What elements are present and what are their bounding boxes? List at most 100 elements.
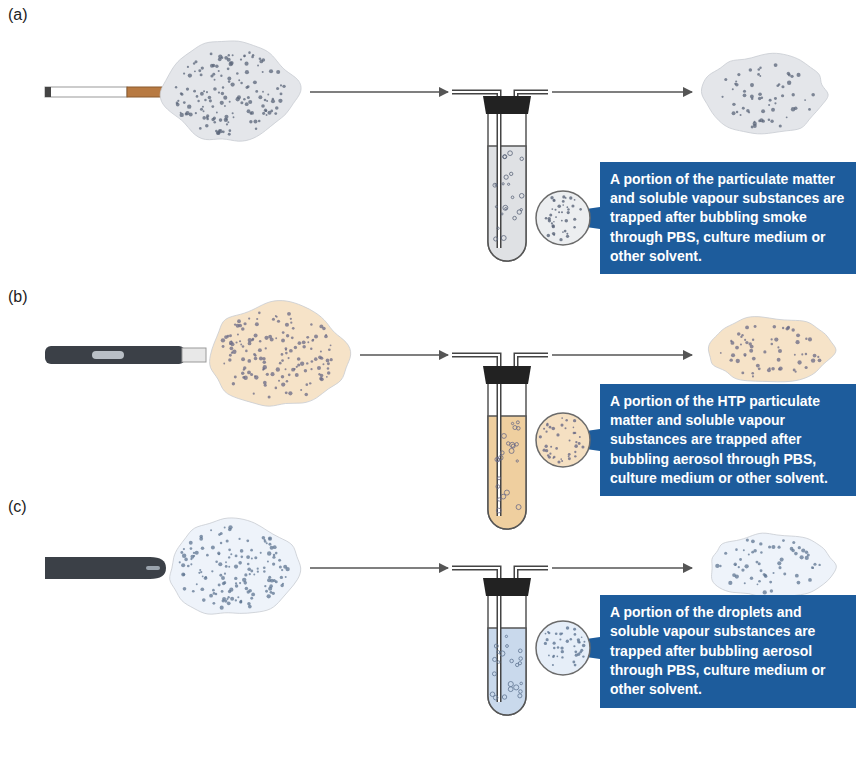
particle-dot bbox=[212, 73, 215, 76]
particle-dot bbox=[246, 555, 250, 559]
bubble bbox=[515, 443, 519, 447]
particle-dot bbox=[715, 564, 719, 568]
particle-dot bbox=[548, 655, 550, 657]
particle-dot bbox=[221, 92, 224, 95]
particle-dot bbox=[797, 360, 801, 364]
particle-dot bbox=[292, 327, 295, 330]
particle-dot bbox=[787, 72, 790, 75]
bubble bbox=[510, 442, 515, 447]
particle-dot bbox=[749, 68, 752, 71]
cigarette-ash bbox=[45, 87, 51, 97]
particle-dot bbox=[279, 566, 282, 569]
particle-dot bbox=[744, 355, 746, 357]
particle-dot bbox=[817, 356, 819, 358]
particle-dot bbox=[246, 539, 249, 542]
particle-dot bbox=[305, 383, 308, 386]
particle-dot bbox=[738, 566, 740, 568]
particle-dot bbox=[771, 545, 775, 549]
particle-dot bbox=[230, 82, 234, 86]
particle-dot bbox=[254, 354, 256, 356]
particle-dot bbox=[318, 356, 322, 360]
particle-dot bbox=[773, 325, 777, 329]
particle-dot bbox=[811, 566, 814, 569]
particle-dot bbox=[265, 590, 268, 593]
particle-dot bbox=[247, 371, 251, 375]
stopper bbox=[483, 578, 531, 596]
particle-dot bbox=[270, 110, 273, 113]
particle-dot bbox=[574, 455, 576, 457]
particle-dot bbox=[288, 373, 291, 376]
aerosol-cloud bbox=[210, 301, 351, 407]
particle-dot bbox=[219, 574, 222, 577]
particle-dot bbox=[195, 551, 199, 555]
particle-dot bbox=[218, 553, 220, 555]
particle-dot bbox=[211, 570, 213, 572]
particle-dot bbox=[247, 109, 251, 113]
particle-dot bbox=[573, 628, 576, 631]
particle-dot bbox=[234, 577, 237, 580]
particle-dot bbox=[278, 380, 280, 382]
particle-dot bbox=[244, 573, 247, 576]
particle-dot bbox=[553, 647, 556, 650]
particle-dot bbox=[200, 73, 203, 76]
particle-dot bbox=[754, 325, 757, 328]
particle-dot bbox=[240, 82, 243, 85]
particle-dot bbox=[782, 539, 785, 542]
particle-dot bbox=[220, 606, 224, 610]
particle-dot bbox=[769, 581, 772, 584]
particle-dot bbox=[813, 354, 817, 358]
particle-dot bbox=[219, 118, 223, 122]
particle-dot bbox=[575, 441, 577, 443]
particle-dot bbox=[574, 633, 577, 636]
particle-dot bbox=[249, 120, 252, 123]
particle-dot bbox=[243, 54, 246, 57]
particle-dot bbox=[250, 549, 253, 552]
particle-dot bbox=[179, 561, 181, 563]
particle-dot bbox=[764, 574, 767, 577]
particle-dot bbox=[228, 525, 232, 529]
particle-dot bbox=[752, 357, 756, 361]
particle-dot bbox=[245, 587, 249, 591]
particle-dot bbox=[239, 582, 241, 584]
bubble bbox=[505, 635, 507, 637]
particle-dot bbox=[573, 432, 575, 434]
particle-dot bbox=[758, 92, 762, 96]
bubble bbox=[496, 508, 501, 513]
particle-dot bbox=[236, 97, 240, 101]
particle-dot bbox=[811, 93, 815, 97]
particle-dot bbox=[276, 367, 280, 371]
particle-dot bbox=[229, 588, 233, 592]
particle-dot bbox=[204, 577, 207, 580]
particle-dot bbox=[244, 62, 248, 66]
particle-dot bbox=[264, 109, 267, 112]
particle-dot bbox=[561, 633, 563, 635]
particle-dot bbox=[241, 371, 244, 374]
particle-dot bbox=[748, 553, 750, 555]
particle-dot bbox=[543, 428, 545, 430]
particle-dot bbox=[235, 599, 237, 601]
particle-dot bbox=[774, 337, 778, 341]
bubble bbox=[503, 205, 508, 210]
particle-dot bbox=[252, 338, 255, 341]
particle-dot bbox=[250, 597, 253, 600]
particle-dot bbox=[562, 200, 565, 203]
particle-dot bbox=[205, 124, 209, 128]
particle-dot bbox=[229, 129, 232, 132]
particle-dot bbox=[248, 100, 252, 104]
particle-dot bbox=[229, 334, 232, 337]
particle-dot bbox=[297, 363, 300, 366]
particle-dot bbox=[240, 344, 242, 346]
bubble bbox=[497, 477, 500, 480]
particle-dot bbox=[312, 339, 314, 341]
particle-dot bbox=[220, 101, 224, 105]
particle-dot bbox=[230, 346, 234, 350]
particle-dot bbox=[578, 442, 581, 445]
particle-dot bbox=[272, 592, 275, 595]
particle-dot bbox=[754, 121, 756, 123]
particle-dot bbox=[226, 539, 229, 542]
bubble bbox=[510, 659, 514, 663]
particle-dot bbox=[214, 121, 217, 124]
particle-dot bbox=[213, 592, 216, 595]
particle-dot bbox=[265, 347, 267, 349]
particle-dot bbox=[193, 90, 196, 93]
